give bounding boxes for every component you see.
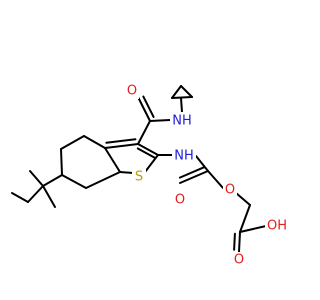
atom-o-carbonyl-top: O: [125, 83, 139, 99]
bond-line: [235, 192, 251, 206]
atom-label-nh-mid: NH: [174, 149, 194, 164]
bond-line: [60, 135, 85, 150]
atom-label-nh-top: NH: [172, 114, 192, 129]
bond-line: [11, 192, 29, 203]
molecule-structure: NH NH O O O O OH S: [11, 83, 289, 268]
double-bond-line: [233, 232, 236, 251]
bond-line: [179, 170, 209, 184]
bond-line: [239, 225, 267, 233]
double-bond-line: [178, 166, 206, 179]
atom-o-carbonyl-mid: O: [173, 192, 187, 208]
bond-line: [83, 135, 106, 149]
bond-line: [61, 174, 87, 189]
bond-line: [239, 204, 251, 233]
bond-line: [104, 147, 121, 173]
atom-label-o-carbonyl-top: O: [127, 84, 137, 99]
bond-line: [42, 174, 63, 187]
atom-n-amide-mid: NH: [172, 147, 196, 164]
bond-line: [144, 154, 159, 173]
bond-line: [171, 96, 193, 99]
bond-line: [104, 143, 139, 149]
atom-label-o-acid-carbonyl: O: [234, 253, 244, 268]
atom-label-o-ether: O: [225, 183, 235, 198]
bond-line: [119, 171, 134, 174]
bond-line: [238, 231, 241, 253]
atom-label-oh: OH: [267, 219, 287, 234]
bond-line: [85, 171, 121, 189]
atom-label-layer: NH NH O O O O OH S: [125, 83, 289, 268]
double-bond-line: [136, 147, 156, 159]
bond-line: [180, 85, 193, 98]
atom-o-ether: O: [223, 182, 237, 198]
atom-o-acid-oh: OH: [265, 218, 289, 234]
bond-line: [149, 119, 171, 122]
atom-o-acid-carbonyl: O: [232, 252, 246, 268]
atom-label-o-carbonyl-mid: O: [175, 193, 185, 208]
bond-line: [195, 155, 209, 172]
bond-line: [29, 170, 44, 187]
bond-line: [42, 185, 56, 208]
bond-layer: [11, 85, 267, 253]
atom-n-amide-top: NH: [170, 112, 194, 129]
atom-label-s: S: [135, 170, 143, 185]
bond-line: [171, 85, 182, 99]
bond-line: [180, 97, 183, 113]
double-bond-line: [142, 95, 155, 118]
bond-line: [137, 143, 159, 156]
bond-line: [27, 185, 44, 203]
bond-line: [137, 120, 151, 145]
bond-line: [207, 170, 224, 189]
bond-line: [60, 148, 63, 176]
atom-s-ring: S: [132, 168, 146, 185]
double-bond-line: [105, 138, 137, 144]
bond-line: [137, 96, 151, 122]
